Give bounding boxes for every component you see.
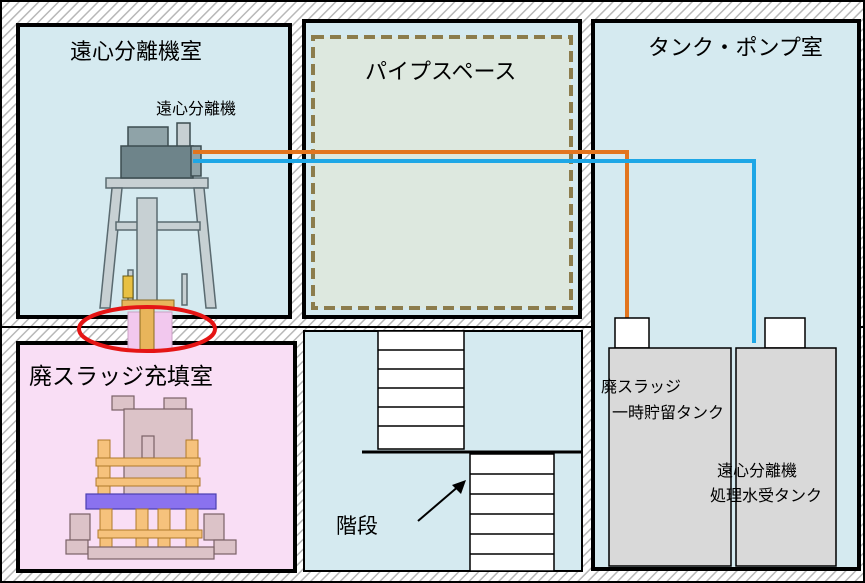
centrifuge-label: 遠心分離機 (156, 99, 236, 118)
stairs-arrow-line (417, 484, 461, 522)
highlight-circle (77, 305, 217, 353)
upper-staircase (377, 330, 465, 450)
orange-pipe (193, 150, 629, 343)
water-tank-label-line1: 遠心分離機 (717, 461, 797, 480)
stairs-arrow-head (452, 480, 466, 494)
sludge-tank-label-line2: 一時貯留タンク (612, 403, 724, 422)
centrifuge-machine (120, 122, 202, 179)
water-tank-nozzle (764, 317, 806, 349)
pipe-space-label: パイプスペース (365, 60, 516, 85)
upper-stair-steps (378, 349, 464, 427)
sludge-filling-room-label: 廃スラッジ充填室 (29, 364, 213, 390)
centrifuge-frame (99, 177, 217, 309)
pipe-space-area (311, 35, 573, 310)
water-tank-label-line2: 処理水受タンク (710, 486, 822, 505)
sludge-storage-tank (608, 347, 732, 567)
centrifuge-room-label: 遠心分離機室 (70, 40, 202, 65)
stairs-label: 階段 (336, 514, 378, 538)
chute-valve (122, 275, 134, 299)
blue-pipe (193, 159, 756, 343)
sludge-filling-machine (65, 395, 237, 560)
sludge-tank-label-line1: 廃スラッジ (601, 377, 681, 396)
lower-stair-steps (470, 473, 554, 555)
tank-pump-room-label: タンク・ポンプ室 (648, 36, 823, 61)
sludge-tank-nozzle (614, 317, 650, 349)
treated-water-tank (735, 347, 837, 567)
